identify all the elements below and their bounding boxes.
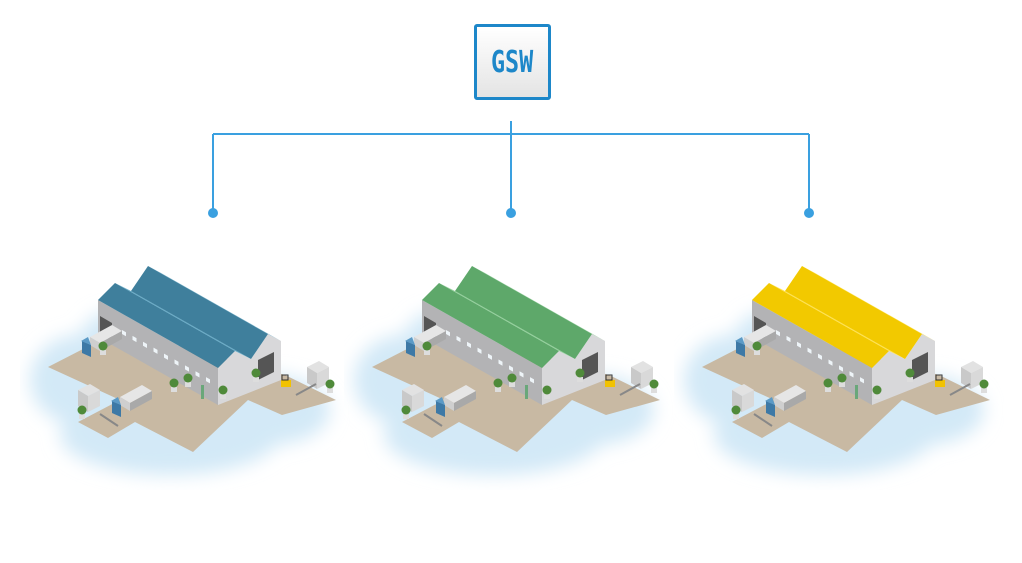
- gatehouse: [78, 384, 100, 412]
- connector-dot-left: [208, 208, 218, 218]
- roof-panel: [455, 266, 592, 359]
- window: [828, 359, 833, 366]
- worker: [525, 385, 528, 399]
- forklift: [605, 374, 615, 387]
- truck: [111, 385, 152, 417]
- gatehouse: [732, 384, 754, 412]
- window: [849, 371, 854, 378]
- roof-panel: [802, 266, 935, 341]
- tree: [183, 373, 193, 387]
- roof-panel: [422, 283, 559, 368]
- truck: [435, 385, 476, 417]
- truck: [765, 385, 806, 417]
- window: [786, 335, 791, 343]
- connector-dot-right: [804, 208, 814, 218]
- tree: [169, 378, 179, 392]
- loading-door: [582, 352, 598, 380]
- tree: [752, 341, 762, 355]
- forklift: [281, 374, 291, 387]
- window: [530, 377, 534, 384]
- worker: [855, 385, 858, 399]
- window: [164, 353, 168, 360]
- tree: [731, 405, 741, 419]
- tree: [493, 378, 503, 392]
- warehouse-yellow: [674, 250, 1004, 490]
- loading-door: [912, 352, 928, 380]
- window: [132, 335, 137, 343]
- tree: [325, 379, 335, 393]
- forklift: [935, 374, 945, 387]
- roof-panel: [131, 266, 268, 359]
- roof-panel: [472, 266, 605, 341]
- window: [185, 365, 189, 372]
- window: [195, 371, 200, 378]
- ground: [702, 330, 990, 452]
- barrier: [99, 413, 119, 427]
- tree: [422, 341, 432, 355]
- window: [477, 347, 482, 354]
- ground: [48, 330, 336, 452]
- barrier: [753, 413, 773, 427]
- loading-door: [258, 352, 274, 380]
- end-wall: [218, 334, 281, 405]
- tree: [542, 385, 552, 399]
- window: [519, 371, 524, 378]
- roof-panel: [769, 283, 905, 359]
- window: [807, 347, 812, 354]
- window: [467, 341, 471, 349]
- tree: [401, 405, 411, 419]
- window: [143, 341, 147, 349]
- tree: [872, 385, 882, 399]
- end-wall: [542, 334, 605, 405]
- window: [509, 365, 513, 372]
- warehouse-green: [344, 250, 674, 490]
- gatehouse: [307, 361, 329, 389]
- ground: [372, 330, 660, 452]
- tree: [979, 379, 989, 393]
- connector-dot-center: [506, 208, 516, 218]
- end-wall: [872, 334, 935, 405]
- window: [488, 353, 492, 360]
- window: [206, 377, 210, 384]
- tree: [575, 368, 585, 382]
- tree: [905, 368, 915, 382]
- tree: [251, 368, 261, 382]
- roof-panel: [148, 266, 281, 341]
- roof-panel: [98, 283, 235, 368]
- barrier: [295, 383, 317, 396]
- barrier: [423, 413, 443, 427]
- window: [839, 365, 843, 372]
- roof-panel: [785, 266, 922, 359]
- window: [776, 329, 780, 337]
- window: [498, 359, 503, 366]
- barrier: [619, 383, 641, 396]
- window: [456, 335, 461, 343]
- warehouse-blue: [20, 250, 350, 490]
- worker: [201, 385, 204, 399]
- roof-panel: [439, 283, 575, 359]
- roof-panel: [752, 283, 889, 368]
- window: [860, 377, 864, 384]
- tree: [823, 378, 833, 392]
- tree: [837, 373, 847, 387]
- tree: [77, 405, 87, 419]
- window: [122, 329, 126, 337]
- window: [818, 353, 822, 360]
- tree: [218, 385, 228, 399]
- window: [153, 347, 158, 354]
- tree: [98, 341, 108, 355]
- window: [446, 329, 450, 337]
- logo-text: GSW: [491, 44, 534, 80]
- window: [174, 359, 179, 366]
- tree: [649, 379, 659, 393]
- window: [797, 341, 801, 349]
- truck: [405, 325, 446, 357]
- tree: [507, 373, 517, 387]
- roof-panel: [115, 283, 251, 359]
- gsw-logo: GSW: [474, 24, 551, 100]
- barrier: [949, 383, 971, 396]
